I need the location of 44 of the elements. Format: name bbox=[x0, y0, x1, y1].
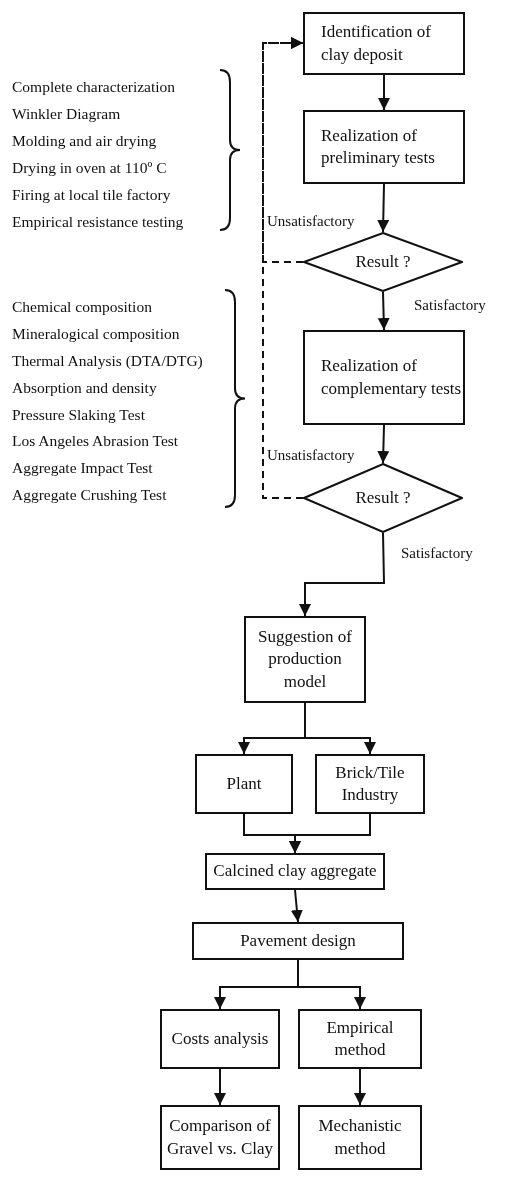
arrow bbox=[214, 1068, 226, 1106]
arrow bbox=[297, 959, 366, 1010]
list-item: Chemical composition bbox=[12, 299, 152, 315]
arrow bbox=[354, 1068, 366, 1106]
list-item: Mineralogical composition bbox=[12, 326, 180, 342]
process-box: Calcined clay aggregate bbox=[205, 853, 385, 890]
edge-label: Unsatisfactory bbox=[266, 213, 356, 230]
arrow bbox=[289, 813, 371, 854]
arrow bbox=[377, 291, 390, 331]
process-box: Costs analysis bbox=[160, 1009, 280, 1069]
arrow bbox=[378, 74, 390, 111]
list-item: Aggregate Impact Test bbox=[12, 460, 153, 476]
list-item: Complete characterization bbox=[12, 79, 176, 95]
list-item: Empirical resistance testing bbox=[12, 214, 184, 230]
arrow bbox=[377, 424, 390, 464]
list-item: Drying in oven at 110º C bbox=[12, 160, 167, 176]
process-box: Empirical method bbox=[298, 1009, 422, 1069]
process-box: Comparison of Gravel vs. Clay bbox=[160, 1105, 280, 1170]
edge-label: Unsatisfactory bbox=[266, 447, 356, 464]
arrow bbox=[304, 702, 376, 755]
arrow bbox=[377, 183, 390, 233]
list-item: Molding and air drying bbox=[12, 133, 157, 149]
list-item: Firing at local tile factory bbox=[12, 187, 171, 203]
list-item: Aggregate Crushing Test bbox=[12, 487, 167, 503]
arrow bbox=[299, 532, 386, 617]
process-box: Pavement design bbox=[192, 922, 404, 960]
dashed-arrow bbox=[262, 37, 304, 499]
process-box: Plant bbox=[195, 754, 293, 814]
process-box: Mechanistic method bbox=[298, 1105, 422, 1170]
arrow bbox=[290, 889, 303, 923]
list-item: Pressure Slaking Test bbox=[12, 407, 145, 423]
list-item: Winkler Diagram bbox=[12, 106, 121, 122]
edge-label: Satisfactory bbox=[400, 545, 474, 562]
process-box: Identification of clay deposit bbox=[303, 12, 465, 75]
list-item: Los Angeles Abrasion Test bbox=[12, 433, 179, 449]
edge-label: Satisfactory bbox=[413, 297, 487, 314]
process-box: Brick/Tile Industry bbox=[315, 754, 425, 814]
process-box: Suggestion of production model bbox=[244, 616, 366, 703]
process-box: Realization of complementary tests bbox=[303, 330, 465, 425]
list-item: Thermal Analysis (DTA/DTG) bbox=[12, 353, 203, 369]
list-item: Absorption and density bbox=[12, 380, 157, 396]
decision-diamond: Result ? bbox=[303, 232, 463, 292]
process-box: Realization of preliminary tests bbox=[303, 110, 465, 184]
decision-diamond: Result ? bbox=[303, 463, 463, 533]
